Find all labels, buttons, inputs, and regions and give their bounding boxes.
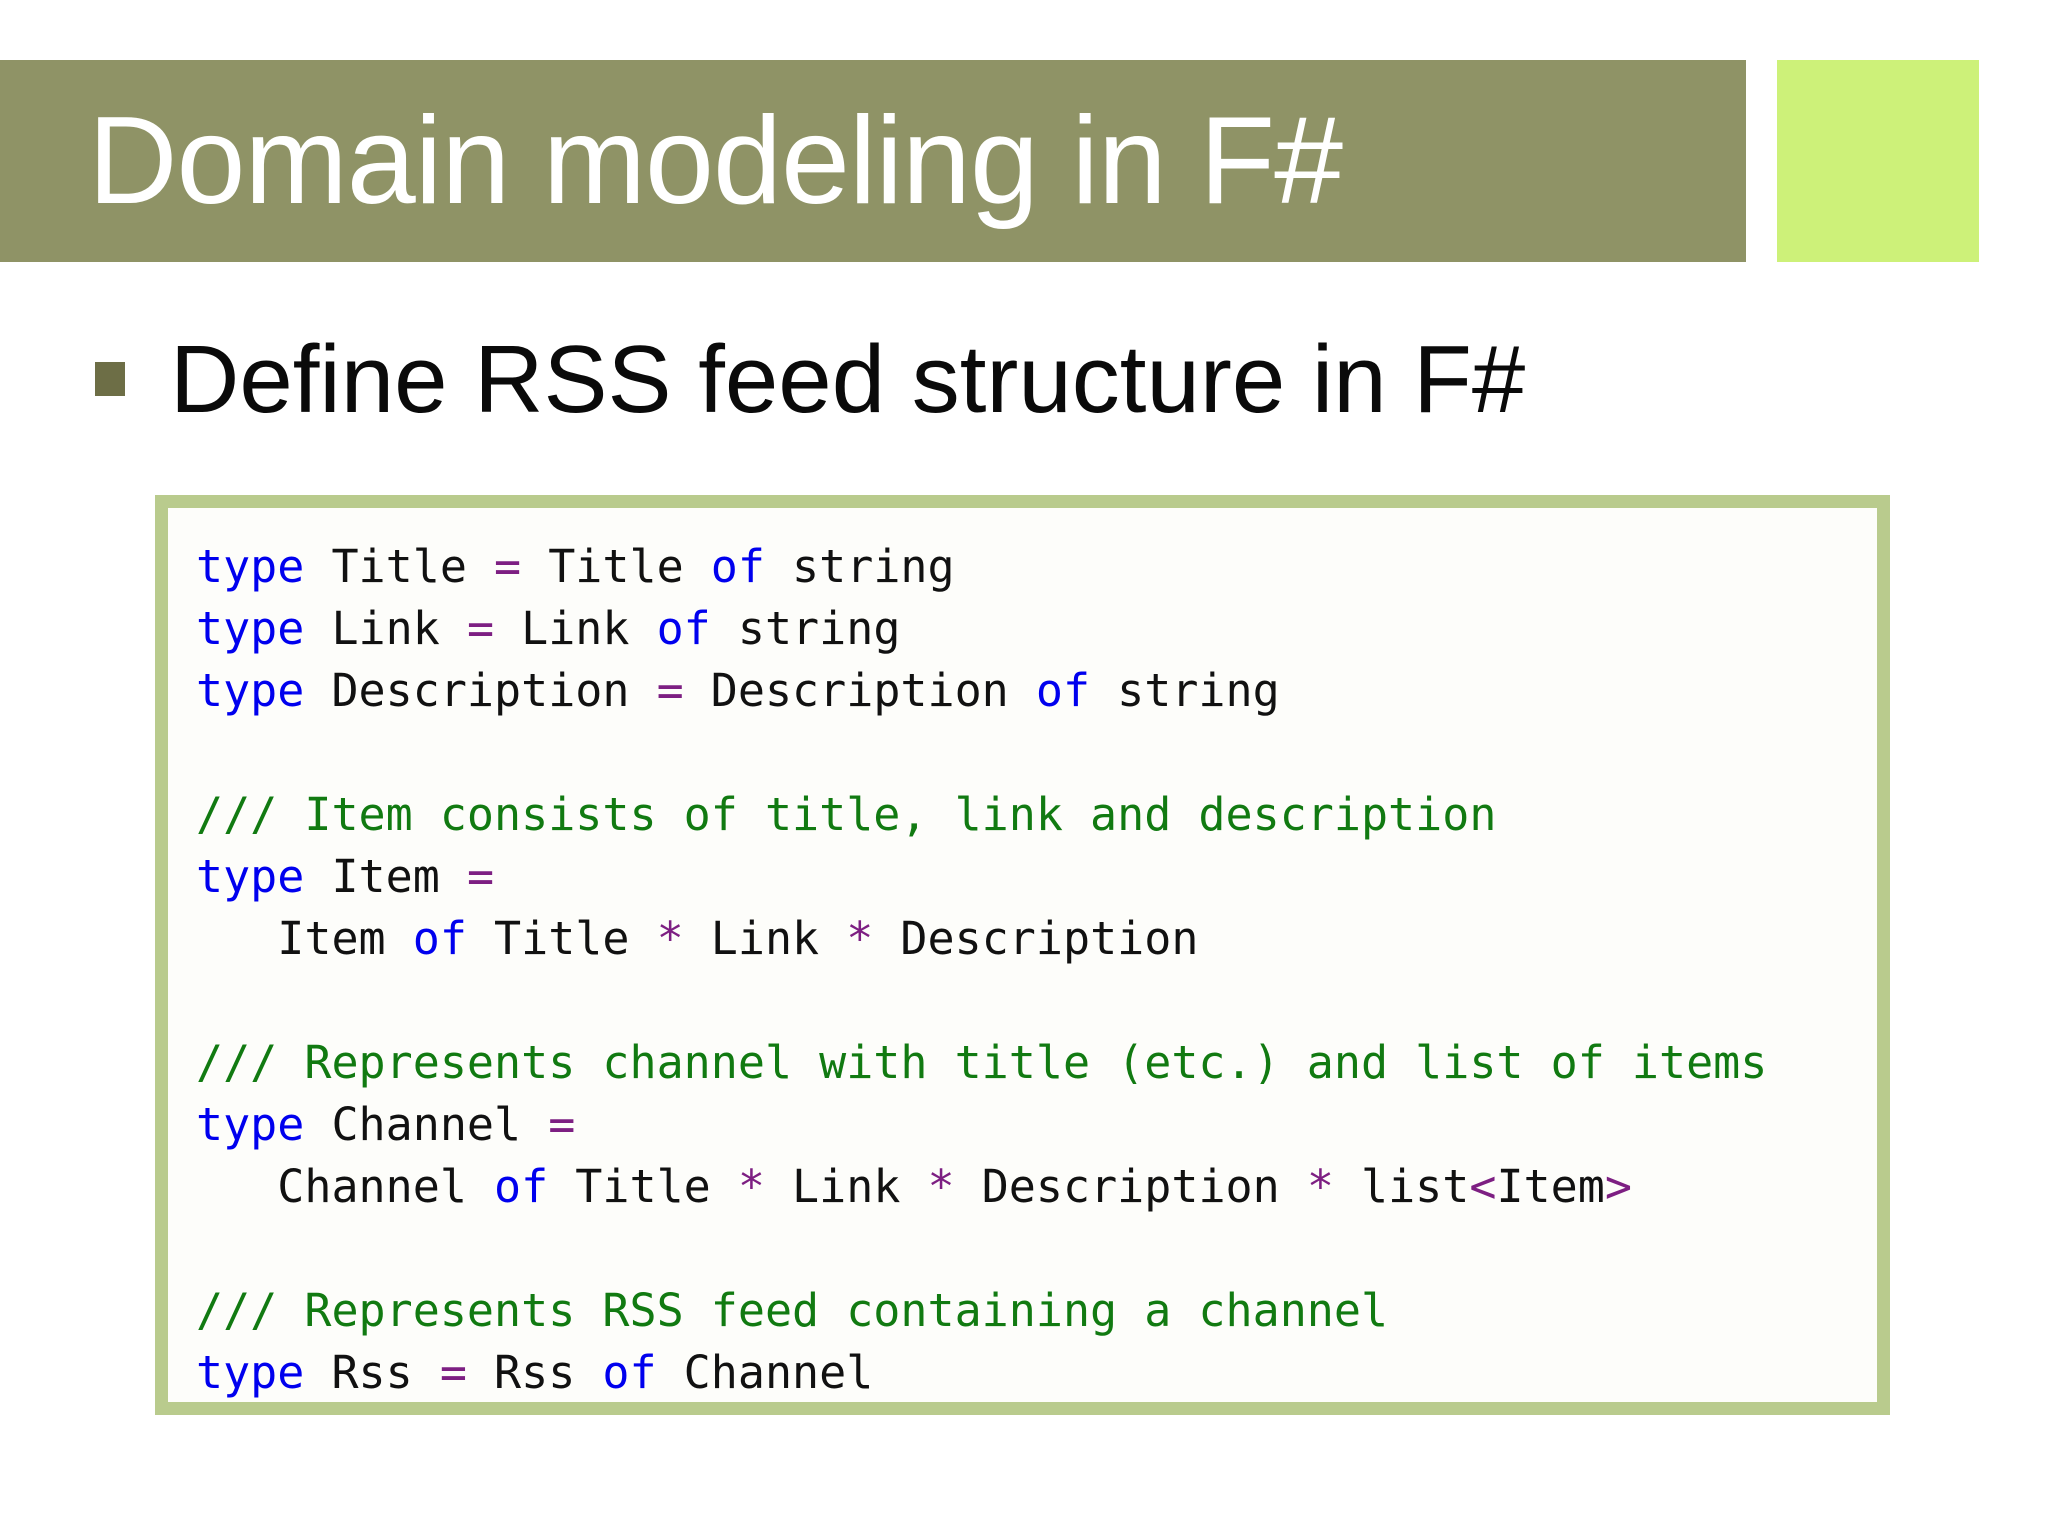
code-token-op: < — [1469, 1160, 1497, 1213]
code-line: /// Item consists of title, link and des… — [196, 784, 1877, 846]
accent-square-decoration — [1777, 60, 1979, 262]
code-line: type Channel = — [196, 1094, 1877, 1156]
code-token-id: Channel — [196, 1160, 495, 1213]
code-line — [196, 1218, 1877, 1280]
code-token-kw: type — [196, 850, 305, 903]
code-line: type Link = Link of string — [196, 598, 1877, 660]
code-token-op: = — [439, 1346, 467, 1399]
code-token-id: string — [764, 540, 955, 593]
code-token-id: Channel — [304, 1098, 549, 1151]
code-token-kw: type — [196, 602, 305, 655]
code-token-id: Link — [764, 1160, 928, 1213]
code-token-id: Item — [1496, 1160, 1605, 1213]
code-token-id: Rss — [304, 1346, 440, 1399]
code-line: type Rss = Rss of Channel — [196, 1342, 1877, 1402]
bullet-row: Define RSS feed structure in F# — [95, 326, 1895, 433]
code-token-kw: type — [196, 664, 305, 717]
code-token-op: * — [737, 1160, 765, 1213]
code-token-id: Rss — [466, 1346, 603, 1399]
code-token-op: = — [494, 540, 522, 593]
code-token-cm: /// Represents channel with title (etc.)… — [196, 1036, 1768, 1089]
code-line — [196, 970, 1877, 1032]
code-line: /// Represents RSS feed containing a cha… — [196, 1280, 1877, 1342]
code-token-id: Item — [196, 912, 413, 965]
code-line — [196, 722, 1877, 784]
code-token-id: Channel — [656, 1346, 874, 1399]
code-token-id: Description — [304, 664, 657, 717]
code-token-id: Description — [873, 912, 1199, 965]
code-token-op: = — [548, 1098, 576, 1151]
code-token-id: string — [710, 602, 901, 655]
code-token-id: Description — [954, 1160, 1307, 1213]
code-token-kw: of — [602, 1346, 657, 1399]
code-token-kw: of — [710, 540, 765, 593]
code-token-id: Link — [494, 602, 657, 655]
code-token-id: Link — [683, 912, 847, 965]
slide-title: Domain modeling in F# — [88, 92, 1343, 230]
code-token-op: * — [1306, 1160, 1334, 1213]
code-line: /// Represents channel with title (etc.)… — [196, 1032, 1877, 1094]
code-token-op: = — [466, 602, 495, 655]
code-line: type Item = — [196, 846, 1877, 908]
code-token-id: Title — [466, 912, 657, 965]
bullet-square-icon — [95, 362, 125, 396]
code-token-op: > — [1604, 1160, 1632, 1213]
code-line: Item of Title * Link * Description — [196, 908, 1877, 970]
code-token-kw: of — [494, 1160, 549, 1213]
code-token-op: * — [656, 912, 684, 965]
code-token-kw: type — [196, 540, 305, 593]
code-token-op: * — [927, 1160, 955, 1213]
code-token-id: Title — [521, 540, 711, 593]
code-token-id: list — [1333, 1160, 1470, 1213]
code-token-id: string — [1090, 664, 1280, 717]
code-token-kw: of — [1035, 664, 1091, 717]
code-token-kw: type — [196, 1346, 305, 1399]
bullet-text: Define RSS feed structure in F# — [170, 326, 1526, 433]
code-token-id: Item — [304, 850, 467, 903]
code-token-kw: of — [412, 912, 467, 965]
code-token-kw: type — [196, 1098, 305, 1151]
code-line: type Description = Description of string — [196, 660, 1877, 722]
code-token-id: Title — [304, 540, 495, 593]
code-token-id: Link — [304, 602, 467, 655]
code-token-cm: /// Item consists of title, link and des… — [196, 788, 1497, 841]
code-token-id: Title — [548, 1160, 738, 1213]
code-line: Channel of Title * Link * Description * … — [196, 1156, 1877, 1218]
code-token-op: = — [656, 664, 684, 717]
code-token-kw: of — [656, 602, 711, 655]
title-band: Domain modeling in F# — [0, 60, 1746, 262]
code-token-cm: /// Represents RSS feed containing a cha… — [196, 1284, 1389, 1337]
code-line: type Title = Title of string — [196, 536, 1877, 598]
code-token-id: Description — [683, 664, 1036, 717]
code-token-op: = — [466, 850, 495, 903]
code-token-op: * — [846, 912, 874, 965]
